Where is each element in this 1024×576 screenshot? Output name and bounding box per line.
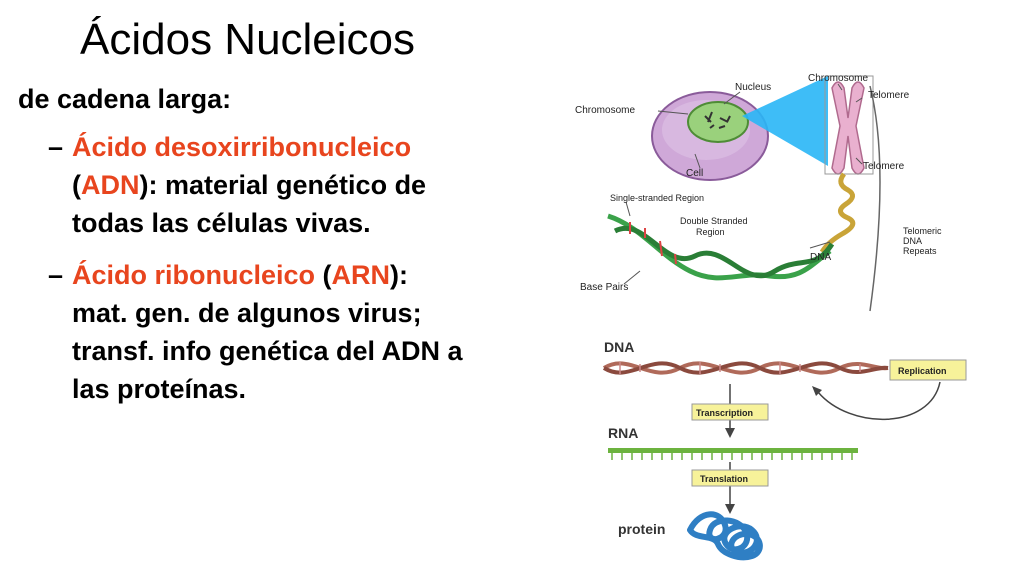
arn-abbr: ARN — [331, 260, 391, 290]
replication-box — [889, 359, 967, 381]
label-chromosome-top: Chromosome — [808, 73, 868, 84]
label-telomeric-2: DNA — [903, 236, 922, 246]
central-dogma-diagram: DNA Replication Transcription RNA — [602, 339, 967, 561]
cell-to-dna-diagram: Chromosome Nucleus Chromosome Telomere T… — [575, 73, 942, 312]
label-transcription: Transcription — [696, 408, 753, 418]
label-rna: RNA — [608, 425, 638, 441]
transcription-box — [691, 403, 769, 421]
label-nucleus: Nucleus — [735, 82, 771, 93]
label-dna-bottom: DNA — [604, 339, 634, 355]
label-dna: DNA — [810, 252, 831, 263]
slide-subtitle: de cadena larga: — [18, 84, 232, 114]
bullet-arn-text: Ácido ribonucleico (ARN): mat. gen. de a… — [72, 260, 463, 404]
protein-coil — [687, 511, 763, 561]
bullet-arn: – Ácido ribonucleico (ARN): mat. gen. de… — [48, 256, 578, 408]
label-protein: protein — [618, 521, 665, 537]
label-base-pairs: Base Pairs — [580, 282, 628, 293]
zoom-cone — [742, 76, 828, 166]
chromosome — [831, 81, 865, 175]
adn-name: Ácido desoxirribonucleico — [72, 132, 412, 162]
label-telomeric-3: Repeats — [903, 246, 937, 256]
arn-name: Ácido ribonucleico — [72, 260, 316, 290]
bullet-adn: – Ácido desoxirribonucleico (ADN): mater… — [48, 128, 568, 242]
translation-box — [691, 469, 769, 487]
label-telomere-top: Telomere — [868, 90, 910, 101]
label-double-strand-2: Region — [696, 227, 725, 237]
bullet-adn-text: Ácido desoxirribonucleico (ADN): materia… — [72, 132, 427, 238]
label-chromosome-left: Chromosome — [575, 105, 635, 116]
label-replication: Replication — [898, 366, 947, 376]
rna-strand — [608, 448, 858, 453]
bullet-dash: – — [48, 132, 64, 162]
label-telomeric-1: Telomeric — [903, 226, 942, 236]
adn-abbr: ADN — [81, 170, 140, 200]
label-telomere-bottom: Telomere — [863, 161, 905, 172]
label-double-strand-1: Double Stranded — [680, 216, 748, 226]
bullet-dash: – — [48, 260, 64, 290]
label-cell: Cell — [686, 168, 703, 179]
dna-strand — [602, 361, 889, 375]
label-single-strand: Single-stranded Region — [610, 193, 704, 203]
nucleus — [687, 101, 749, 143]
slide-title: Ácidos Nucleicos — [80, 15, 416, 64]
label-translation: Translation — [700, 474, 748, 484]
